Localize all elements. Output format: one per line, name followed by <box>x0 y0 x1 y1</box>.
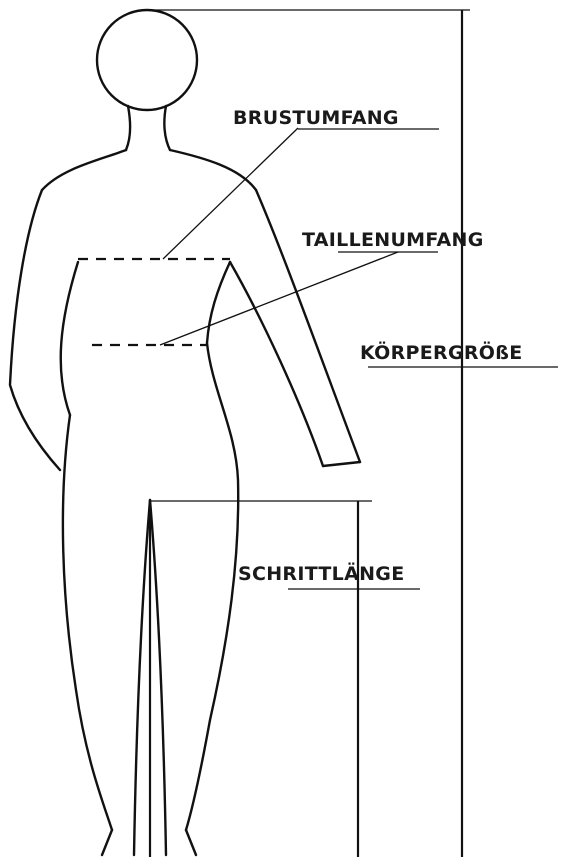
figure-leg-left-outer <box>63 415 112 830</box>
figure-leg-right-outer <box>186 343 238 830</box>
figure-armpit-right <box>207 262 230 343</box>
figure-arm-left <box>10 190 60 470</box>
figure-arm-right-inner <box>230 262 323 466</box>
chest-leader-line <box>163 128 298 259</box>
figure-torso-left-inner <box>61 262 78 415</box>
figure-hand-right <box>323 462 360 466</box>
figure-head <box>97 10 197 110</box>
waist-label: TAILLENUMFANG <box>302 229 484 251</box>
figure-leg-left-inner <box>134 500 150 855</box>
figure-neck-left <box>126 106 130 150</box>
figure-leg-right-inner <box>150 500 166 855</box>
figure-shoulder-left <box>42 150 126 190</box>
figure-shoulder-right <box>170 150 256 190</box>
figure-foot-right <box>186 830 196 855</box>
chest-label: BRUSTUMFANG <box>233 107 399 129</box>
inseam-label: SCHRITTLÄNGE <box>238 561 404 585</box>
height-label: KÖRPERGRÖßE <box>360 340 523 364</box>
figure-neck-right <box>164 106 170 150</box>
figure-foot-left <box>102 830 112 855</box>
waist-leader-line <box>160 252 398 345</box>
